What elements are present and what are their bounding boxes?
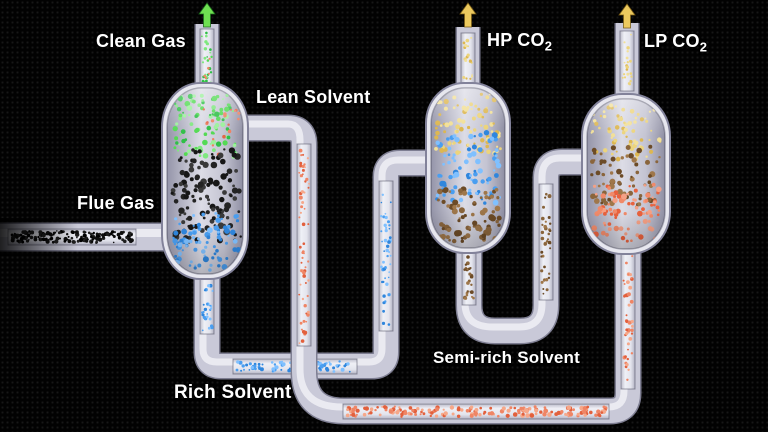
lean-solvent-pipe: [247, 114, 642, 425]
lp-co2-text: LP CO: [644, 31, 700, 51]
semi-rich-solvent-pipe: [455, 148, 592, 345]
lp-co2-subscript: 2: [699, 39, 708, 55]
flue-gas-label: Flue Gas: [77, 193, 155, 213]
lp-co2-arrow-icon: [618, 3, 636, 29]
absorber-vessel: [161, 82, 249, 280]
stack-particles: [201, 31, 633, 86]
rich-solvent-label: Rich Solvent: [174, 382, 292, 403]
clean-gas-arrow-icon: [198, 2, 216, 28]
lp-co2-label: LP CO2: [644, 31, 707, 55]
clean-gas-label: Clean Gas: [96, 31, 186, 51]
lean-solvent-particles: [298, 148, 634, 418]
hp-flash-vessel: [425, 82, 511, 254]
hp-co2-text: HP CO: [487, 30, 545, 50]
flue-gas-pipe: [0, 218, 170, 256]
gas-stacks: [194, 23, 640, 102]
lp-flash-vessel: [581, 93, 671, 255]
hp-co2-arrow-icon: [459, 2, 477, 28]
hp-co2-label: HP CO2: [487, 30, 552, 54]
hp-co2-subscript: 2: [544, 38, 553, 54]
semi-rich-solvent-particles: [463, 192, 552, 300]
semi-rich-solvent-label: Semi-rich Solvent: [433, 348, 580, 367]
rich-solvent-pipe: [193, 149, 434, 380]
lean-solvent-label: Lean Solvent: [256, 87, 371, 107]
